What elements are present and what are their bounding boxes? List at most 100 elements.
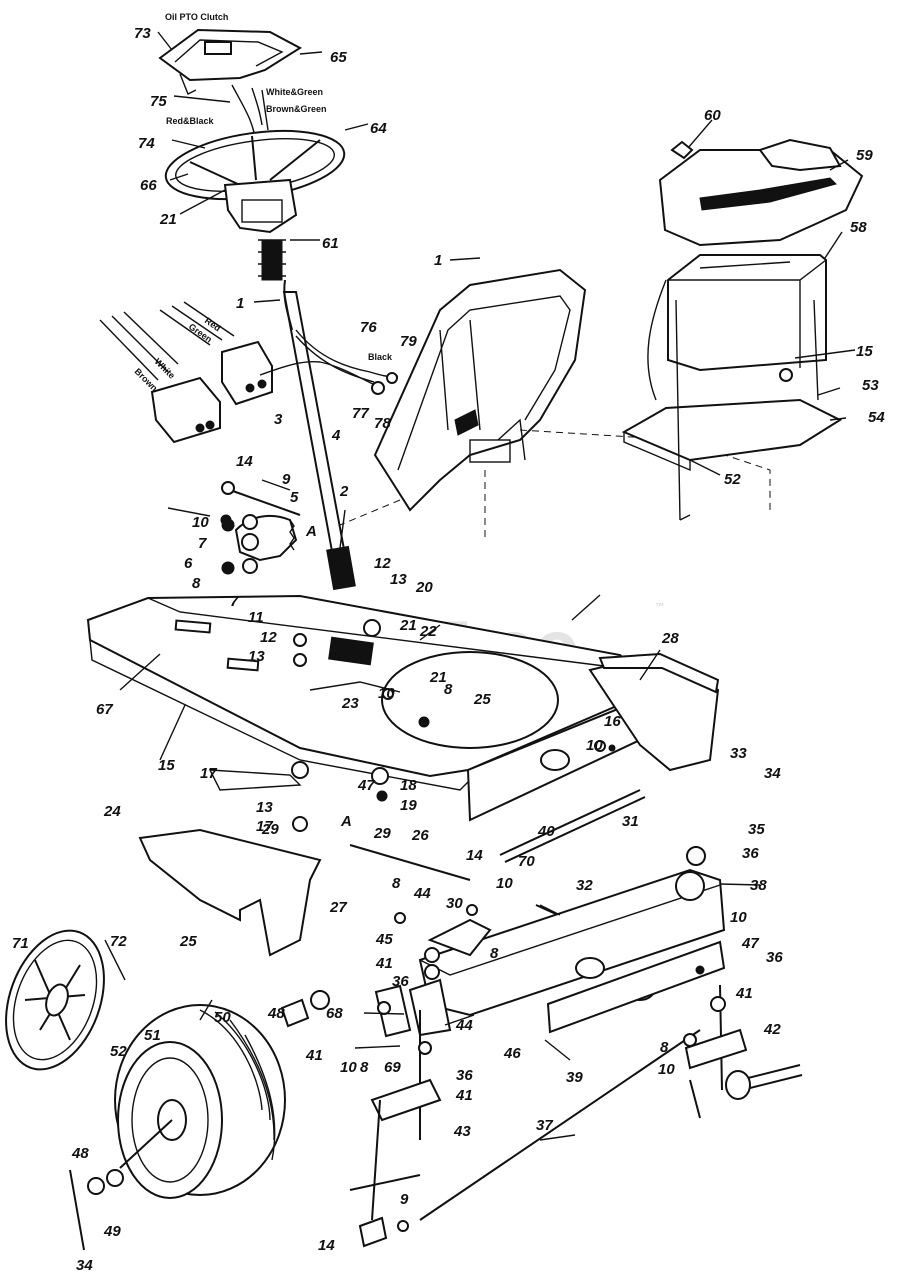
- callout-18: 47: [357, 777, 375, 794]
- callout-7-upper: 7: [198, 535, 207, 552]
- callout-13-lower: 13: [256, 799, 273, 816]
- callout-41-right: 41: [735, 985, 753, 1002]
- callout-38: 38: [750, 877, 767, 894]
- callout-65: 65: [330, 49, 347, 66]
- callout-58: 58: [850, 219, 867, 236]
- front-tire-part: [114, 1004, 286, 1199]
- callout-10-lower: 10: [340, 1059, 357, 1076]
- battery-cover-part: [658, 138, 864, 247]
- callout-30: 30: [446, 895, 463, 912]
- callout-74: 74: [138, 135, 155, 152]
- callout-76: 76: [360, 319, 377, 336]
- callout-8-link: 8: [392, 875, 401, 892]
- callout-47-axle: 47: [741, 935, 759, 952]
- callout-36-mid: 36: [392, 973, 409, 990]
- callout-14-link: 14: [466, 847, 483, 864]
- callout-52-wheel: 52: [110, 1043, 127, 1060]
- callout-13-upper: 13: [390, 571, 407, 588]
- hardware-fasteners: [220, 514, 726, 1232]
- callout-10-axle: 10: [730, 909, 747, 926]
- callout-53: 53: [862, 377, 879, 394]
- battery-tray-part: [621, 299, 843, 521]
- callout-66: 66: [140, 177, 157, 194]
- callout-4: 4: [331, 427, 341, 444]
- callout-1-seat: 1: [434, 252, 442, 269]
- callout-11: 11: [248, 609, 264, 626]
- callout-50: 50: [214, 1009, 231, 1026]
- callout-16: 17: [200, 765, 217, 782]
- section-marker-a-lower: A: [340, 813, 352, 830]
- label-black-wire: Black: [368, 352, 393, 362]
- callout-34-upper: 34: [764, 765, 781, 782]
- callout-36-lower: 36: [456, 1067, 473, 1084]
- callout-numbers: 73 65 75 74 64 66 21 61 1 1 60 59 58 15 …: [12, 25, 885, 1274]
- callout-15-frame: 15: [158, 757, 175, 774]
- callout-10-frame: 10: [378, 685, 395, 702]
- callout-1-column: 1: [236, 295, 244, 312]
- callout-41-mid: 41: [375, 955, 393, 972]
- callout-68: 68: [326, 1005, 343, 1022]
- callout-10-link: 10: [496, 875, 513, 892]
- callout-35: 35: [748, 821, 765, 838]
- callout-51: 51: [144, 1027, 161, 1044]
- callout-72: 72: [110, 933, 127, 950]
- callout-73: 73: [134, 25, 151, 42]
- callout-41-wheel: 41: [305, 1047, 323, 1064]
- callout-9-lower: 9: [400, 1191, 409, 1208]
- steering-gear-part: [221, 481, 301, 575]
- callout-10-gear: 10: [192, 514, 209, 531]
- callout-61: 61: [322, 235, 339, 252]
- callout-10-right: 10: [658, 1061, 675, 1078]
- front-axle-bracket-part: [138, 769, 322, 957]
- callout-45: 45: [375, 931, 393, 948]
- callout-48-lower: 48: [71, 1145, 89, 1162]
- callout-42: 42: [763, 1021, 781, 1038]
- label-white-green: White&Green: [266, 87, 323, 97]
- callout-21-hole: 21: [429, 669, 447, 686]
- callout-67: 67: [96, 701, 113, 718]
- callout-64: 64: [370, 120, 387, 137]
- callout-44-lower: 44: [455, 1017, 473, 1034]
- callout-9-upper: 9: [282, 471, 291, 488]
- callout-60: 60: [704, 107, 721, 124]
- label-brown-green: Brown&Green: [266, 104, 327, 114]
- callout-33: 33: [730, 745, 747, 762]
- callout-40: 40: [537, 823, 555, 840]
- callout-43: 43: [453, 1123, 471, 1140]
- callout-44-upper: 44: [413, 885, 431, 902]
- callout-34-lower: 34: [76, 1257, 93, 1274]
- callout-75: 75: [150, 93, 167, 110]
- leader-lines: [104, 31, 856, 1141]
- seat-part: [373, 268, 587, 512]
- callout-36-right: 36: [766, 949, 783, 966]
- callout-8-frame: 8: [444, 681, 453, 698]
- callout-77: 77: [352, 405, 369, 422]
- callout-24: 24: [103, 803, 121, 820]
- callout-26: 26: [411, 827, 429, 844]
- callout-8-lower: 8: [360, 1059, 369, 1076]
- callout-37: 37: [536, 1117, 553, 1134]
- callout-17-lower: 17: [256, 818, 273, 835]
- callout-10-rail: 16: [604, 713, 621, 730]
- battery-part: [647, 254, 827, 401]
- callout-12-lower: 12: [260, 629, 277, 646]
- label-oil-pto-clutch: Oil PTO Clutch: [165, 12, 228, 22]
- tie-rod-part: [419, 1029, 701, 1221]
- callout-15-battery: 15: [856, 343, 873, 360]
- callout-23: 23: [341, 695, 359, 712]
- callout-46: 46: [503, 1045, 521, 1062]
- callout-31: 31: [622, 813, 639, 830]
- callout-47-rail: 10: [586, 737, 603, 754]
- callout-3: 3: [274, 411, 283, 428]
- callout-21: 21: [159, 211, 177, 228]
- callout-22: 22: [419, 623, 437, 640]
- steering-wheel-part: [164, 129, 346, 234]
- steering-column-part: [258, 239, 356, 591]
- callout-71: 71: [12, 935, 29, 952]
- callout-41-lower: 41: [455, 1087, 473, 1104]
- callout-19: 19: [400, 797, 417, 814]
- callout-79: 79: [400, 333, 417, 350]
- front-axle-part: [408, 868, 726, 1037]
- callout-69: 69: [384, 1059, 401, 1076]
